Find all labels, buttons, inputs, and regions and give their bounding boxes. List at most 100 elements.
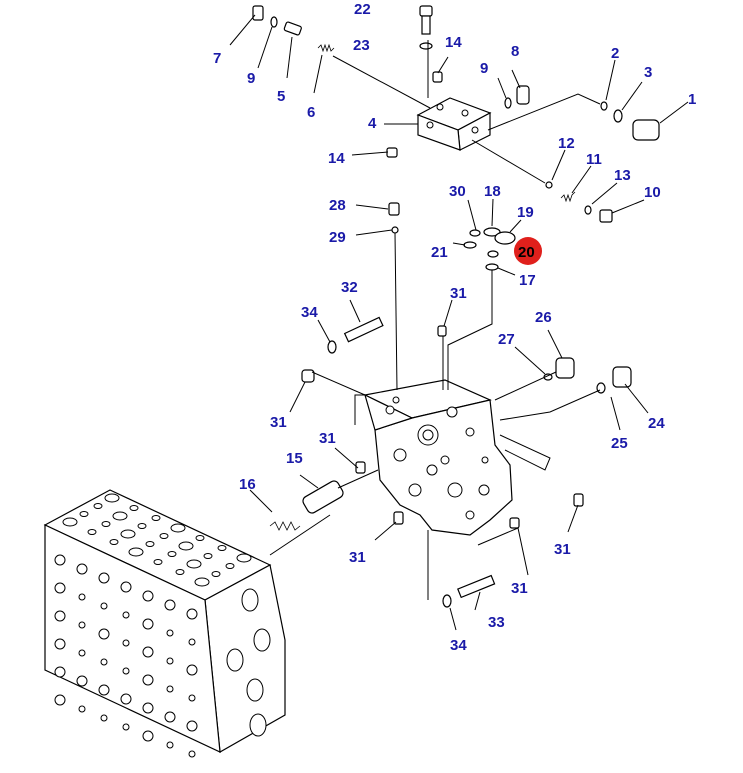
label-24[interactable]: 24: [648, 415, 665, 432]
label-31a[interactable]: 31: [450, 285, 467, 302]
label-15[interactable]: 15: [286, 450, 303, 467]
body-hole: [188, 638, 196, 646]
body-hole: [54, 638, 66, 650]
label-14a[interactable]: 14: [445, 34, 462, 51]
label-9b[interactable]: 9: [480, 60, 488, 77]
label-18[interactable]: 18: [484, 183, 501, 200]
body-hole: [142, 702, 154, 714]
label-12[interactable]: 12: [558, 135, 575, 152]
label-34b[interactable]: 34: [450, 637, 467, 654]
label-34a[interactable]: 34: [301, 304, 318, 321]
body-hole: [142, 674, 154, 686]
body-hole: [186, 664, 198, 676]
label-31f[interactable]: 31: [511, 580, 528, 597]
label-6[interactable]: 6: [307, 104, 315, 121]
body-hole: [100, 714, 108, 722]
body-hole: [203, 553, 213, 559]
body-hole: [188, 750, 196, 758]
label-23[interactable]: 23: [353, 37, 370, 54]
label-19[interactable]: 19: [517, 204, 534, 221]
body-hole: [98, 684, 110, 696]
body-hole: [166, 685, 174, 693]
cap-block-4: [416, 97, 492, 151]
body-hole: [225, 563, 235, 569]
body-hole: [236, 553, 252, 563]
body-hole: [54, 554, 66, 566]
body-hole: [62, 517, 78, 527]
label-17[interactable]: 17: [519, 272, 536, 289]
label-31c[interactable]: 31: [319, 430, 336, 447]
body-hole: [166, 741, 174, 749]
body-hole: [142, 618, 154, 630]
body-hole: [186, 608, 198, 620]
label-31e[interactable]: 31: [554, 541, 571, 558]
center-valve-block: [363, 379, 513, 536]
body-hole: [167, 551, 177, 557]
label-31b[interactable]: 31: [270, 414, 287, 431]
label-20-highlighted[interactable]: 20: [518, 244, 535, 261]
label-26[interactable]: 26: [535, 309, 552, 326]
label-11[interactable]: 11: [586, 151, 602, 168]
label-16[interactable]: 16: [239, 476, 256, 493]
body-hole: [76, 675, 88, 687]
body-hole: [122, 667, 130, 675]
label-21[interactable]: 21: [431, 244, 448, 261]
label-30[interactable]: 30: [449, 183, 466, 200]
small-parts: [252, 5, 660, 608]
label-22[interactable]: 22: [354, 1, 371, 18]
label-8[interactable]: 8: [511, 43, 519, 60]
body-hole: [159, 533, 169, 539]
body-hole: [78, 649, 86, 657]
body-hole: [100, 602, 108, 610]
body-hole: [78, 593, 86, 601]
body-hole: [79, 511, 89, 517]
body-hole: [170, 523, 186, 533]
label-1[interactable]: 1: [688, 91, 696, 108]
body-hole: [109, 539, 119, 545]
body-hole: [195, 535, 205, 541]
label-3[interactable]: 3: [644, 64, 652, 81]
body-hole: [186, 559, 202, 569]
body-hole: [120, 693, 132, 705]
body-hole: [175, 569, 185, 575]
body-port: [241, 588, 259, 612]
body-port: [249, 713, 267, 737]
body-hole: [186, 720, 198, 732]
label-10[interactable]: 10: [644, 184, 661, 201]
label-32[interactable]: 32: [341, 279, 358, 296]
label-2[interactable]: 2: [611, 45, 619, 62]
label-5[interactable]: 5: [277, 88, 285, 105]
label-9a[interactable]: 9: [247, 70, 255, 87]
body-hole: [120, 581, 132, 593]
label-27[interactable]: 27: [498, 331, 515, 348]
label-33[interactable]: 33: [488, 614, 505, 631]
body-hole: [54, 610, 66, 622]
label-7[interactable]: 7: [213, 50, 221, 67]
body-hole: [54, 694, 66, 706]
body-hole: [153, 559, 163, 565]
label-4[interactable]: 4: [368, 115, 377, 132]
body-hole: [145, 541, 155, 547]
body-hole: [211, 571, 221, 577]
label-29[interactable]: 29: [329, 229, 346, 246]
body-hole: [129, 505, 139, 511]
label-14b[interactable]: 14: [328, 150, 345, 167]
label-13[interactable]: 13: [614, 167, 631, 184]
body-hole: [78, 621, 86, 629]
body-hole: [178, 541, 194, 551]
callout-labels: 1 2 3 4 5 6 7 8 9 9 10 11 12 13 14 14 15…: [213, 1, 696, 654]
leader-lines: [229, 14, 689, 631]
body-port: [246, 678, 264, 702]
body-hole: [137, 523, 147, 529]
body-hole: [142, 730, 154, 742]
body-hole: [217, 545, 227, 551]
label-25[interactable]: 25: [611, 435, 628, 452]
body-hole: [142, 646, 154, 658]
label-31d[interactable]: 31: [349, 549, 366, 566]
body-hole: [188, 694, 196, 702]
body-hole: [122, 639, 130, 647]
body-hole: [166, 629, 174, 637]
body-port: [226, 648, 244, 672]
highlight-circle: [514, 237, 542, 265]
label-28[interactable]: 28: [329, 197, 346, 214]
